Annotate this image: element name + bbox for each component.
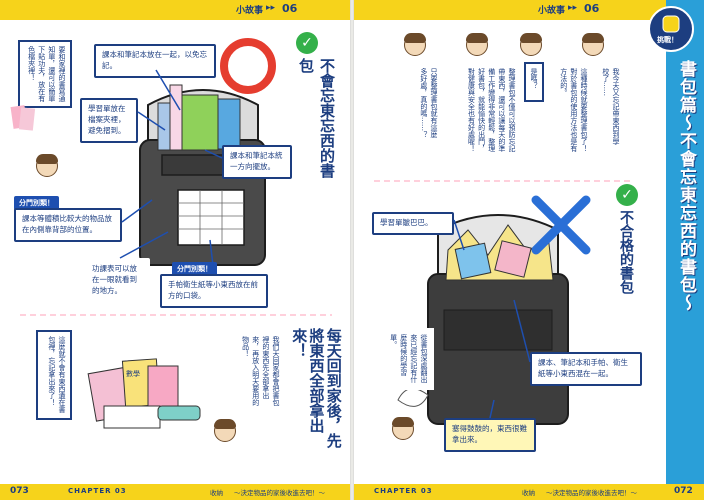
boy-avatar [214, 419, 236, 442]
right-header-band: 小故事 ▸▸ 06 [354, 0, 666, 20]
right-header-label: 小故事 [538, 6, 566, 16]
left-page: 小故事 ▸▸ 06 要和家裡的書寫通知單，還可以簡單下貼功夫，放在有色檔夾裡！ [0, 0, 350, 500]
callout-same-direction: 課本和筆記本統一方向擺放。 [222, 145, 292, 179]
callout-old-sheet: 從書包深處翻出來已經忘記有什麼時候的學習單。 [388, 328, 434, 390]
right-dashed-divider [374, 180, 634, 182]
check-icon: ✓ [616, 184, 638, 206]
right-callout-leader-lines [453, 219, 531, 419]
right-page: 小故事 ▸▸ 06 只要整理書包就有這麼多好處，真的嗎……？ 整理書包不僅可以預… [354, 0, 704, 500]
category-tag-1: 分門別類！ [14, 196, 59, 210]
boy-avatar-3 [392, 417, 414, 440]
bottom-title: 每天回到家後，先將東西全部拿出來！ [290, 328, 343, 448]
pencil-label: 數學 [126, 369, 140, 378]
dialogue-2: 這種時候就要整理書包了！對於書包的使用方法也是有方法的。 [554, 62, 594, 162]
side-title: 書包篇～不會忘東忘西的書包～ [676, 60, 696, 312]
girl-avatar [36, 154, 58, 177]
cross-ng-mark [531, 195, 591, 255]
callout-leader-lines [119, 69, 223, 275]
right-header-number: 06 [584, 2, 600, 15]
circle-ok-mark [220, 38, 276, 94]
challenge-badge-label: 挑戰！ [657, 36, 678, 44]
right-header-arrows: ▸▸ [568, 3, 578, 13]
callout-timetable: 功課表可以放在一眼就看到的地方。 [84, 258, 150, 303]
right-page-number: 072 [674, 486, 693, 496]
callout-wrinkled-sheet: 學習單皺巴巴。 [372, 212, 454, 235]
left-section: 收納 [210, 489, 223, 497]
girl-avatar-2 [520, 33, 542, 56]
fist-badge-icon: 挑戰！ [648, 6, 694, 52]
callout-textbook-together: 課本和筆記本放在一起，以免忘記。 [94, 44, 216, 78]
dialogue-5: 只要整理書包就有這麼多好處，真的嗎……？ [420, 62, 444, 150]
callout-stuffed: 塞得鼓鼓的，東西很難拿出來。 [444, 418, 536, 452]
left-dashed-divider [20, 314, 332, 316]
intro-note: 要和家裡的書寫通知單，還可以簡單下貼功夫，放在有色檔夾裡！ [18, 40, 72, 108]
good-bag-title: 不會忘東忘西的書包 [297, 58, 336, 178]
book-gutter [350, 0, 354, 500]
callout-big-items-back: 課本等體積比較大的物品放在內側靠背部的位置。 [14, 208, 122, 242]
bottom-side-note: 這麼就不會有東西遺在書包裡，忘記拿出來了！ [36, 330, 72, 420]
chapter-side-bar: 挑戰！ 書包篇～不會忘東忘西的書包～ [648, 0, 704, 484]
callout-small-items-front: 手帕衛生紙等小東西放在前方的口袋。 [160, 274, 268, 308]
left-header-arrows: ▸▸ [266, 3, 276, 13]
boy-avatar-1 [466, 33, 488, 56]
category-tag-2: 分門別類！ [172, 262, 217, 276]
left-footer-band: 073 CHAPTER 03 收納 ～決定物品的家後收進去吧！～ [0, 484, 350, 500]
left-header-label: 小故事 [236, 6, 264, 16]
dialogue-3: 是嗎？ [524, 62, 544, 102]
check-icon: ✓ [296, 32, 318, 54]
dialogue-1: 我今天又忘記帶東西到學校了…… [602, 62, 626, 152]
girl-avatar-1 [404, 33, 426, 56]
dialogue-4: 整理書包不僅可以預防忘記帶東西，還可以讓每天的準備工作變得非常輕鬆，整理好書包，… [450, 62, 522, 162]
left-subtitle: ～決定物品的家後收進去吧！～ [234, 489, 325, 497]
left-header-band: 小故事 ▸▸ 06 [0, 0, 350, 20]
good-backpack-illustration [139, 84, 266, 266]
right-footer-band: CHAPTER 03 收納 ～決定物品的家後收進去吧！～ 072 [354, 484, 704, 500]
bottom-tip-text: 我們天回家都會把書包裡的東西先全部拿出來，再放入明天要用的物品！ [206, 330, 286, 416]
right-section: 收納 [522, 489, 535, 497]
right-chapter: CHAPTER 03 [374, 487, 433, 495]
messy-backpack-illustration [397, 214, 569, 425]
left-page-number: 073 [10, 486, 29, 496]
left-chapter: CHAPTER 03 [68, 487, 127, 495]
bad-bag-title: 不合格的書包 [618, 210, 634, 294]
right-subtitle: ～決定物品的家後收進去吧！～ [546, 489, 637, 497]
callout-folder: 學習單放在檔案夾裡，避免摺到。 [80, 98, 138, 143]
callout-mixed-items: 課本、筆記本和手帕、衛生紙等小東西混在一起。 [530, 352, 642, 386]
memo-paper-icon [10, 105, 36, 131]
school-items-illustration: 數學 [87, 358, 201, 429]
boy-avatar-2 [582, 33, 604, 56]
left-header-number: 06 [282, 2, 298, 15]
